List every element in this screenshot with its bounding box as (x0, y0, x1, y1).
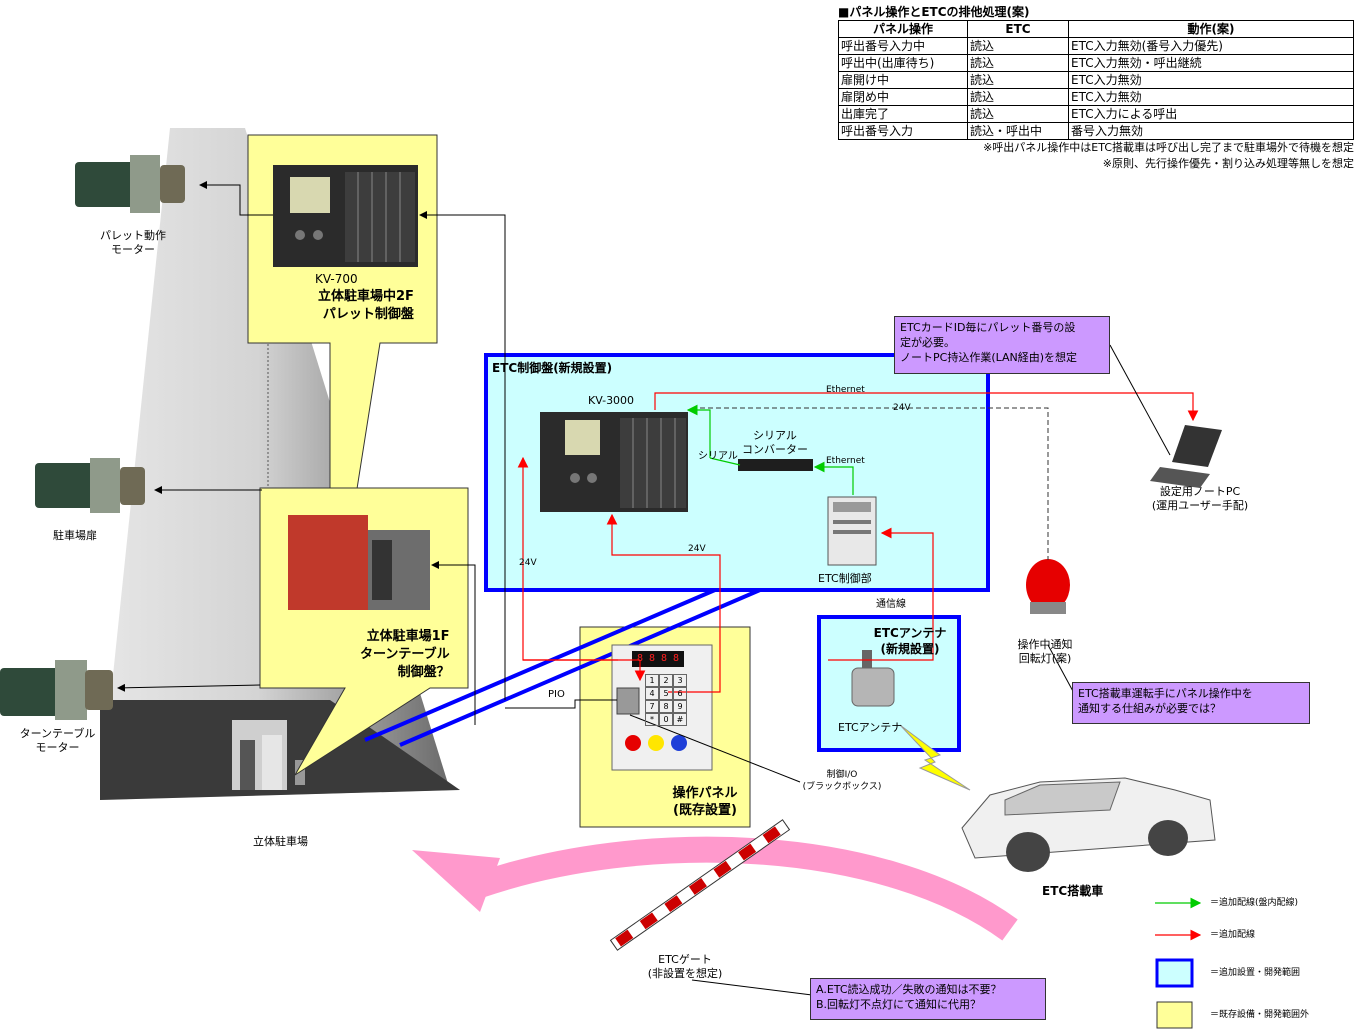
table-cell: 呼出番号入力 (838, 122, 968, 140)
table-cell: 出庫完了 (838, 105, 968, 123)
table-row: 呼出番号入力読込・呼出中番号入力無効 (838, 122, 1354, 140)
serial-label: シリアル (698, 451, 738, 462)
door-motor-icon (35, 458, 145, 513)
key[interactable]: 8 (659, 700, 673, 713)
table-cell: 扉開け中 (838, 71, 968, 89)
serial-converter-label: シリアルコンバーター (742, 429, 808, 456)
legend-red: ＝追加配線 (1210, 930, 1256, 940)
table-cell: 読込 (967, 37, 1069, 55)
key[interactable]: 7 (645, 700, 659, 713)
etc-antenna-icon (851, 650, 895, 707)
pallet-motor-icon (75, 155, 185, 213)
pallet-motor-label: パレット動作モーター (100, 229, 166, 256)
etc-car-icon (961, 777, 1216, 872)
table-cell: 読込 (967, 88, 1069, 106)
ethernet-label-inner: Ethernet (826, 456, 865, 466)
antenna-title: ETCアンテナ(新規設置) (873, 626, 947, 656)
table-footnote-1: ※呼出パネル操作中はETC搭載車は呼び出し完了まで駐車場外で待機を想定 (983, 141, 1354, 154)
table-cell: 読込 (967, 105, 1069, 123)
kv700-label: KV-700 (315, 272, 358, 286)
pio-label: PIO (548, 689, 565, 700)
table-cell: ETC入力無効 (1068, 71, 1354, 89)
comm-line-label: 通信線 (876, 599, 906, 610)
key[interactable]: 0 (659, 713, 673, 726)
etc-car-label: ETC搭載車 (1042, 884, 1104, 898)
note-driver-notice: ETC搭載車運転手にパネル操作中を通知する仕組みが必要では？ (1072, 682, 1310, 724)
table-footnote-2: ※原則、先行操作優先・割り込み処理等無しを想定 (1102, 157, 1354, 170)
key[interactable]: 9 (673, 700, 687, 713)
rotating-lamp-label: 操作中通知回転灯(案) (1017, 638, 1073, 665)
kv3000-label: KV-3000 (588, 394, 635, 407)
antenna-label: ETCアンテナ (838, 721, 903, 734)
table-cell: 呼出番号入力中 (838, 37, 968, 55)
table-cell: 読込 (967, 71, 1069, 89)
rotating-lamp-icon (1026, 559, 1070, 614)
legend-existing: ＝既存設備・開発範囲外 (1210, 1010, 1310, 1020)
table-cell: 番号入力無効 (1068, 122, 1354, 140)
table-header-action: 動作(案) (1068, 20, 1354, 38)
v24-label-top: 24V (893, 403, 911, 413)
operation-panel-icon (611, 644, 713, 771)
ethernet-label-top: Ethernet (826, 385, 865, 395)
table-cell: 扉閉め中 (838, 88, 968, 106)
panel-display: 8 8 8 8 (636, 653, 680, 664)
key[interactable]: 4 (645, 687, 659, 700)
turntable-motor-icon (0, 660, 113, 720)
kv700-plc-icon (273, 165, 418, 267)
v24-label-mid: 24V (688, 544, 706, 554)
table-cell: ETC入力無効・呼出継続 (1068, 54, 1354, 72)
panel-keypad: 1 2 3 4 5 6 7 8 9 * 0 # (645, 674, 687, 726)
key[interactable]: 2 (659, 674, 673, 687)
table-cell: ETC入力無効(番号入力優先) (1068, 37, 1354, 55)
flow-arrow (475, 836, 1018, 941)
table-cell: 呼出中(出庫待ち) (838, 54, 968, 72)
etc-panel-title: ETC制御盤(新規設置) (492, 361, 613, 375)
etc-gate-label: ETCゲート(非設置を想定) (647, 953, 723, 980)
table-cell: 読込・呼出中 (967, 122, 1069, 140)
table-title: ■パネル操作とETCの排他処理(案) (838, 5, 1030, 19)
serial-converter-icon (738, 459, 813, 471)
v24-label-left: 24V (519, 558, 537, 568)
key[interactable]: 5 (659, 687, 673, 700)
note-gate-notice: A.ETC読込成功／失敗の通知は不要？B.回転灯不点灯にて通知に代用？ (810, 978, 1046, 1020)
door-label: 駐車場扉 (53, 529, 97, 542)
parking-label: 立体駐車場 (253, 835, 308, 848)
op-panel-label: 操作パネル(既存設置) (672, 786, 738, 818)
legend-green: ＝追加配線(盤内配線) (1210, 898, 1299, 908)
exclusion-table: ■パネル操作とETCの排他処理(案) パネル操作 ETC 動作(案) 呼出番号入… (838, 4, 1354, 172)
notebook-label: 設定用ノートPC(運用ユーザー手配) (1151, 485, 1249, 512)
table-cell: ETC入力無効 (1068, 88, 1354, 106)
note-etc-card: ETCカードID毎にパレット番号の設定が必要。ノートPC持込作業(LAN経由)を… (894, 316, 1110, 374)
kv3000-plc-icon (540, 412, 688, 512)
table-cell: 読込 (967, 54, 1069, 72)
table-header-etc: ETC (967, 20, 1069, 38)
key[interactable]: 1 (645, 674, 659, 687)
blackbox-label: 制御I/O(ブラックボックス) (802, 770, 882, 792)
turntable-panel-icon (288, 515, 430, 610)
table-cell: ETC入力による呼出 (1068, 105, 1354, 123)
key[interactable]: * (645, 713, 659, 726)
etc-ctrl-label: ETC制御部 (818, 572, 872, 585)
etc-ctrl-unit-icon (827, 496, 877, 566)
key[interactable]: 3 (673, 674, 687, 687)
laptop-icon (1150, 425, 1222, 488)
key[interactable]: # (673, 713, 687, 726)
etc-gate-bar (609, 819, 791, 951)
table-header-panel: パネル操作 (838, 20, 968, 38)
turntable-motor-label: ターンテーブルモーター (19, 727, 96, 754)
legend-new-scope: ＝追加設置・開発範囲 (1210, 968, 1301, 978)
key[interactable]: 6 (673, 687, 687, 700)
